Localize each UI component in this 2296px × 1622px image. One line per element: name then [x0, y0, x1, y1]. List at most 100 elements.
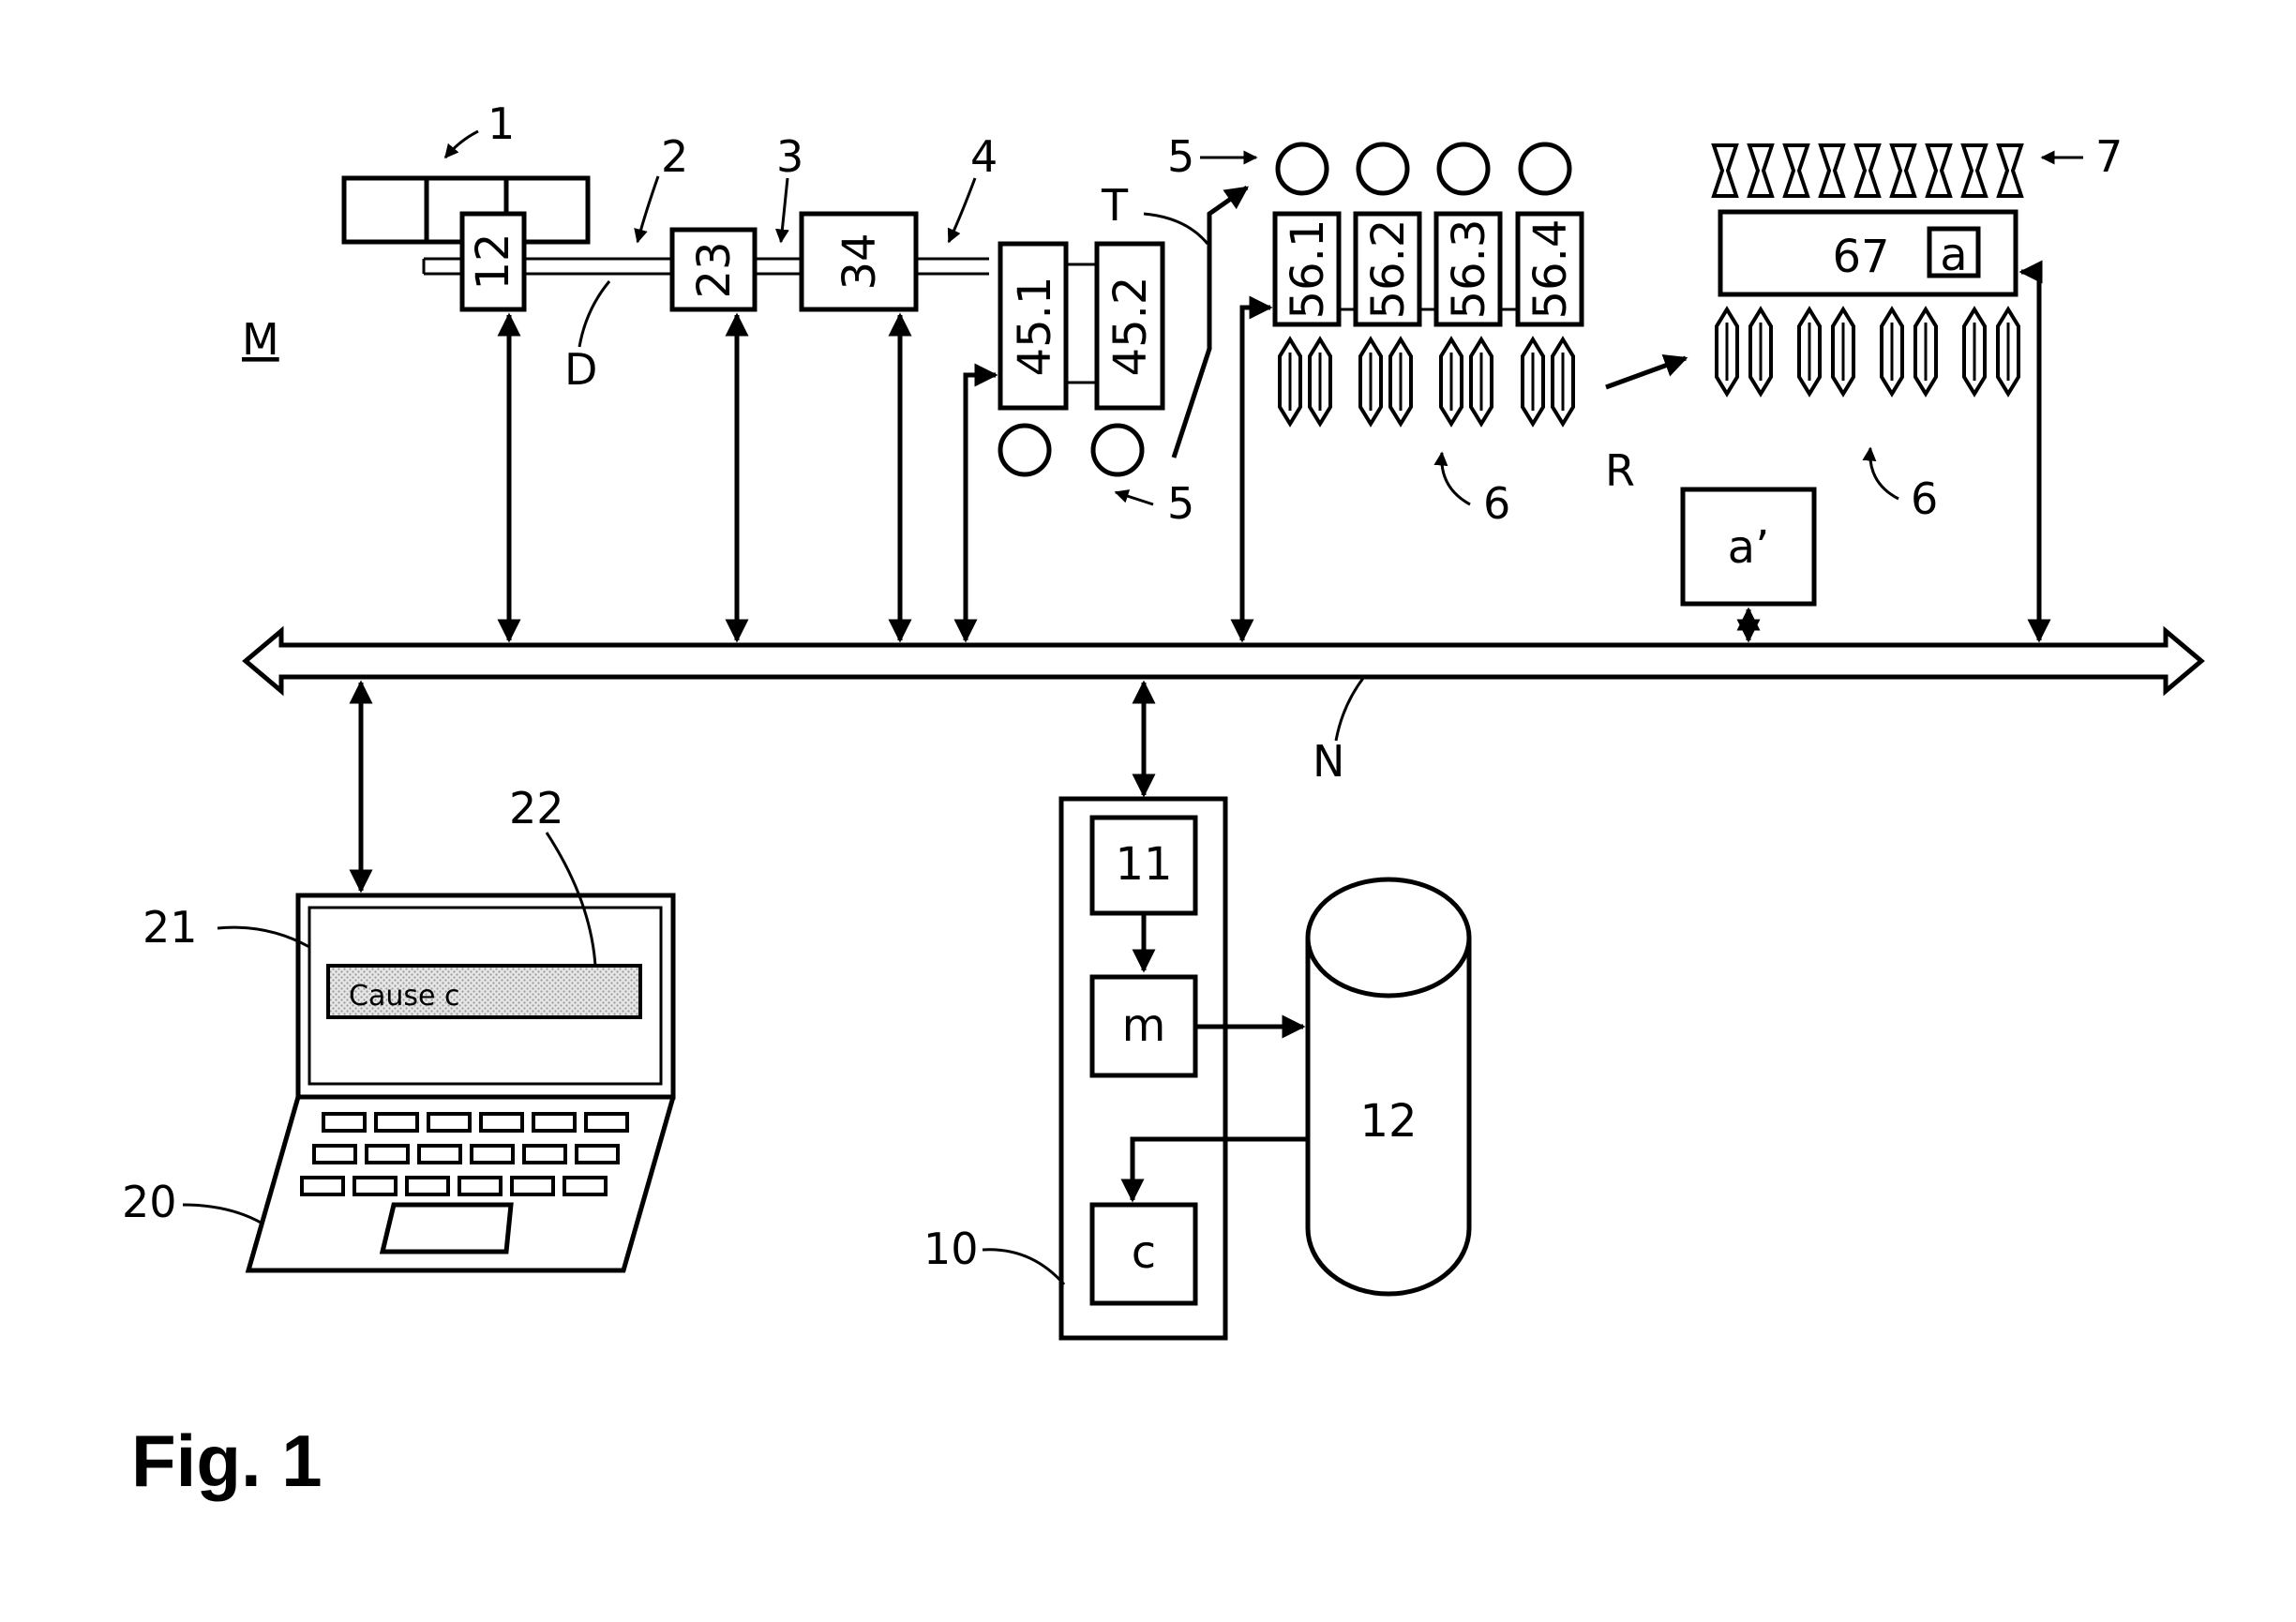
bus-connections — [349, 260, 2051, 894]
module-56-2-label: 56.2 — [1362, 219, 1415, 320]
keyboard-key — [365, 1144, 410, 1164]
product-pieces-7 — [1711, 143, 2024, 198]
keyboard-key — [300, 1176, 345, 1196]
module-56-4-label: 56.4 — [1524, 219, 1577, 320]
keyboard-key — [312, 1144, 357, 1164]
product-piece-7 — [1925, 143, 1953, 198]
roll-circle — [1518, 142, 1572, 196]
keyboard-key — [575, 1144, 620, 1164]
unit-11-label: 11 — [1115, 838, 1172, 891]
roll-circle — [1090, 423, 1145, 477]
module-34-label: 34 — [833, 233, 886, 290]
sensor-a-prime-label: a’ — [1728, 521, 1770, 574]
label-7: 7 — [2095, 131, 2123, 182]
module-56-1: 56.1 — [1272, 211, 1342, 327]
status-display-field — [326, 964, 642, 1019]
product-piece-7 — [1853, 143, 1882, 198]
label-6-right: 6 — [1911, 473, 1938, 524]
label-4: 4 — [970, 131, 998, 182]
module-12: 12 — [459, 211, 527, 312]
keyboard-key — [458, 1176, 503, 1196]
label-N: N — [1313, 736, 1344, 787]
label-21: 21 — [143, 902, 198, 953]
sensor-a-prime: a’ — [1680, 487, 1817, 607]
module-45-1: 45.1 — [998, 241, 1069, 411]
label-6-left: 6 — [1483, 478, 1510, 529]
screen-message: Cause c — [349, 980, 459, 1013]
leader-T — [1143, 212, 1209, 245]
keyboard-key — [563, 1176, 608, 1196]
figure-caption: Fig. 1 — [131, 1419, 323, 1502]
unit-11 — [1089, 815, 1198, 916]
label-22: 22 — [509, 783, 564, 834]
transfer-arrow — [1171, 185, 1250, 458]
product-pieces-left — [1278, 336, 1575, 428]
label-D: D — [564, 344, 597, 395]
keyboard-key — [470, 1144, 515, 1164]
database-12-label: 12 — [1359, 1095, 1417, 1148]
unit-m-label: m — [1122, 999, 1166, 1052]
label-10: 10 — [923, 1224, 979, 1274]
module-56-3-label: 56.3 — [1443, 219, 1495, 320]
laptop-20: Cause c — [245, 893, 676, 1273]
keyboard — [300, 1112, 629, 1196]
module-45-2-label: 45.2 — [1104, 277, 1157, 377]
keyboard-key — [353, 1176, 398, 1196]
module-56-3: 56.3 — [1433, 211, 1503, 327]
roll-circle — [1356, 142, 1410, 196]
keyboard-key — [417, 1144, 462, 1164]
reference-labels: 1 2 3 4 T D M 5 5 6 6 7 R N 22 21 20 10 — [122, 98, 2123, 1285]
product-piece-7 — [1960, 143, 1988, 198]
roll-circle — [1275, 142, 1329, 196]
module-34: 34 — [799, 211, 919, 312]
keyboard-key — [532, 1112, 577, 1133]
database-12: 12 — [1305, 877, 1472, 1297]
keyboard-key — [322, 1112, 367, 1133]
transfer-arrow-R — [1605, 353, 1688, 390]
unit-c-label: c — [1132, 1226, 1156, 1279]
module-67: 67 a — [1718, 209, 2018, 297]
product-piece-7 — [1996, 143, 2024, 198]
product-piece-7 — [1818, 143, 1846, 198]
product-piece-7 — [1782, 143, 1810, 198]
label-5-bottom: 5 — [1167, 478, 1194, 529]
label-1: 1 — [488, 98, 515, 149]
module-23: 23 — [669, 227, 758, 312]
module-56-4: 56.4 — [1515, 211, 1584, 327]
module-45-1-label: 45.1 — [1009, 277, 1061, 377]
label-T: T — [1101, 180, 1129, 231]
label-R: R — [1605, 445, 1635, 496]
touchpad — [379, 1202, 514, 1254]
label-5-top: 5 — [1167, 131, 1194, 182]
network-bus — [242, 625, 2205, 697]
product-piece-7 — [1711, 143, 1739, 198]
unit-c — [1089, 1202, 1198, 1306]
keyboard-key — [405, 1176, 450, 1196]
sensor-a-label: a — [1940, 229, 1967, 281]
module-45-2: 45.2 — [1094, 241, 1165, 411]
server-10: 11 m c — [1058, 796, 1228, 1341]
label-20: 20 — [122, 1177, 177, 1227]
module-56-2: 56.2 — [1353, 211, 1422, 327]
roll-circle — [1436, 142, 1491, 196]
module-67-label: 67 — [1832, 231, 1889, 283]
keyboard-key — [584, 1112, 629, 1133]
keyboard-key — [427, 1112, 472, 1133]
unit-m — [1089, 974, 1198, 1078]
module-23-label: 23 — [688, 241, 741, 298]
keyboard-key — [522, 1144, 567, 1164]
label-2: 2 — [661, 131, 688, 182]
product-pieces-right — [1715, 306, 2020, 398]
label-3: 3 — [776, 131, 803, 182]
product-piece-7 — [1747, 143, 1775, 198]
roll-circle — [998, 423, 1052, 477]
label-M: M — [242, 314, 279, 365]
keyboard-key — [479, 1112, 524, 1133]
module-12-label: 12 — [467, 233, 519, 290]
keyboard-key — [374, 1112, 419, 1133]
product-piece-7 — [1889, 143, 1917, 198]
keyboard-key — [510, 1176, 555, 1196]
module-56-1-label: 56.1 — [1282, 219, 1334, 320]
